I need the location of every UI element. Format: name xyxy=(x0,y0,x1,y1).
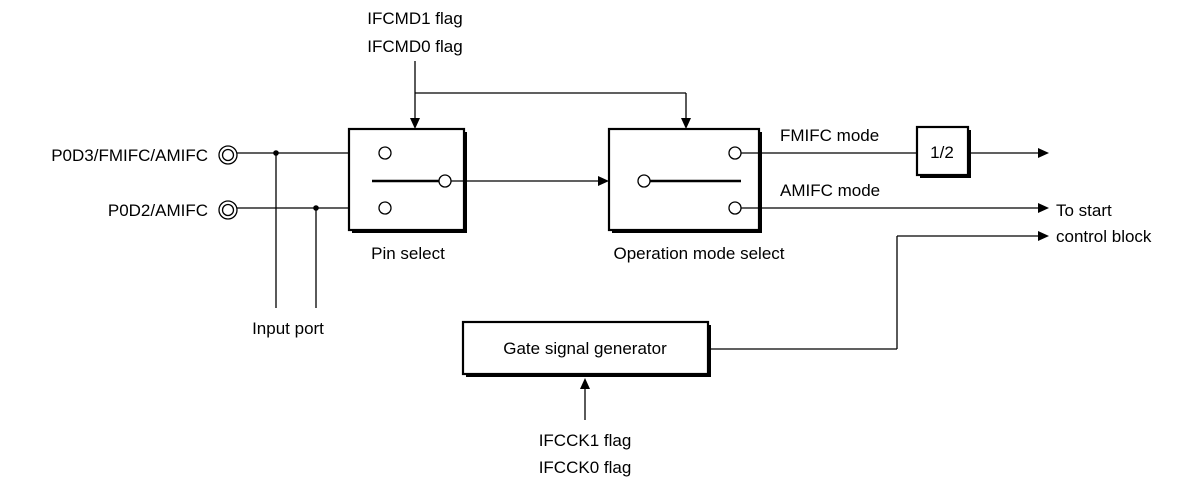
clock-flag-wire xyxy=(580,378,590,420)
output-label-line2: control block xyxy=(1056,227,1152,246)
pin-wires xyxy=(237,150,350,308)
operation-mode-select-block xyxy=(607,127,762,233)
flag-ifcmd1-label: IFCMD1 flag xyxy=(367,9,462,28)
divider-block: 1/2 xyxy=(915,125,971,178)
input-port-label: Input port xyxy=(252,319,324,338)
operation-mode-select-label: Operation mode select xyxy=(613,244,784,263)
pin-p0d3-terminal-inner xyxy=(221,148,235,162)
gate-output-wire xyxy=(711,231,1049,350)
pin-p0d3-label: P0D3/FMIFC/AMIFC xyxy=(51,146,208,165)
gate-signal-generator-block: Gate signal generator xyxy=(461,320,711,377)
amifc-output-wire xyxy=(741,203,1049,213)
pin-p0d2-label: P0D2/AMIFC xyxy=(108,201,208,220)
mode-flag-wires xyxy=(410,61,691,129)
flag-ifcck0-label: IFCCK0 flag xyxy=(539,458,632,477)
pin-p0d3: P0D3/FMIFC/AMIFC xyxy=(51,145,238,165)
output-label-line1: To start xyxy=(1056,201,1112,220)
pin-p0d2-terminal-inner xyxy=(221,203,235,217)
select-connection-wire xyxy=(451,176,609,186)
gate-signal-generator-label: Gate signal generator xyxy=(503,339,667,358)
divider-label: 1/2 xyxy=(930,143,954,162)
fmifc-mode-label: FMIFC mode xyxy=(780,126,879,145)
flag-ifcmd0-label: IFCMD0 flag xyxy=(367,37,462,56)
pin-select-label: Pin select xyxy=(371,244,445,263)
divider-output-wire xyxy=(971,148,1049,158)
pin-p0d2: P0D2/AMIFC xyxy=(108,200,238,220)
amifc-mode-label: AMIFC mode xyxy=(780,181,880,200)
flag-ifcck1-label: IFCCK1 flag xyxy=(539,431,632,450)
pin-select-block xyxy=(347,127,467,233)
